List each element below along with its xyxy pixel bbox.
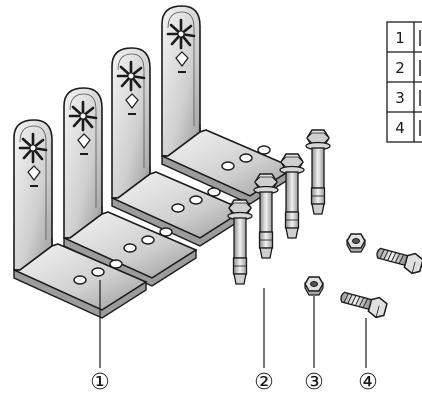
callout-nut: ③ bbox=[304, 370, 324, 393]
parts-table: 1 2 3 4 bbox=[386, 21, 422, 143]
anchor-bolt-1 bbox=[227, 199, 253, 285]
parts-table-row-number: 3 bbox=[395, 89, 405, 107]
callout-bolt: ④ bbox=[358, 370, 378, 393]
parts-table-row-number: 4 bbox=[395, 119, 405, 137]
parts-table-row-number: 1 bbox=[395, 29, 405, 47]
callout-bracket: ① bbox=[90, 370, 110, 393]
parts-table-row-number: 2 bbox=[395, 59, 405, 77]
leader-lines bbox=[99, 280, 367, 368]
anchor-bolt-4 bbox=[305, 129, 331, 215]
hex-bolt-top bbox=[373, 243, 422, 276]
callout-anchor-bolt: ② bbox=[254, 370, 274, 393]
hex-bolt-bottom bbox=[337, 287, 389, 320]
anchor-bolt-2 bbox=[253, 173, 279, 259]
bracket-4 bbox=[160, 4, 296, 206]
hex-nut-top bbox=[346, 233, 366, 253]
hex-nut-bottom bbox=[304, 276, 324, 296]
anchor-bolt-3 bbox=[279, 153, 305, 239]
